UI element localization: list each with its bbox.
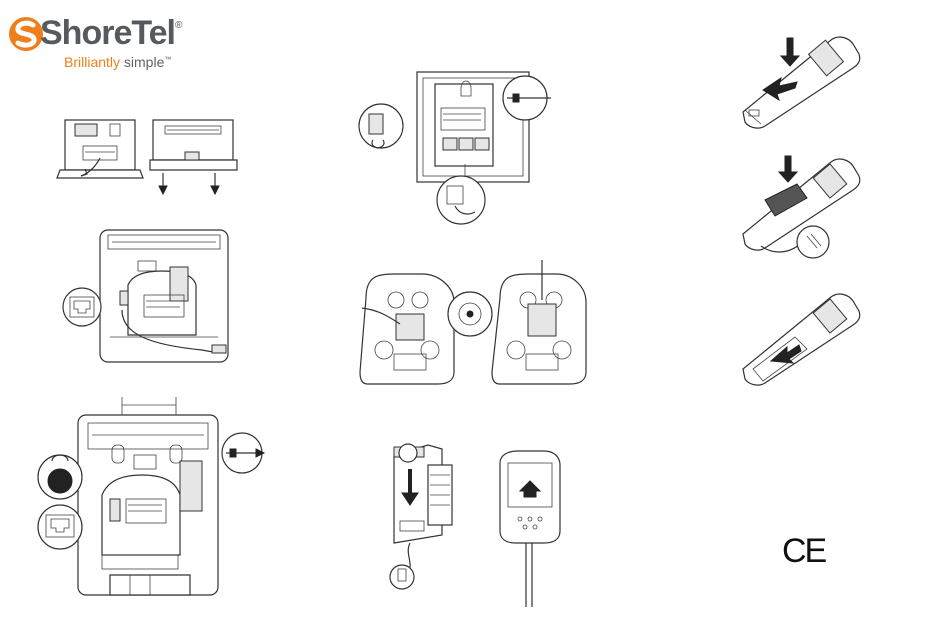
- down-arrow-icon: [159, 186, 167, 194]
- power-plug-icon: [390, 565, 414, 589]
- ethernet-port-icon: [63, 288, 101, 326]
- illustration-handset-step2: [735, 150, 875, 265]
- rotate-icon: [359, 104, 403, 148]
- down-arrow-icon: [211, 186, 219, 194]
- rotate-icon: [38, 455, 82, 499]
- brand-name: ShoreTel®: [40, 14, 181, 53]
- illustration-wall-mount-rear: [30, 395, 270, 605]
- down-arrow-icon: [781, 38, 799, 66]
- illustration-handset-step1: [735, 30, 875, 130]
- illustration-handset-step3: [735, 285, 875, 395]
- battery-connector-icon: [797, 226, 829, 258]
- shoretel-logo-icon: [8, 16, 44, 52]
- illustration-wall-box: [355, 68, 565, 228]
- down-arrow-icon: [779, 156, 797, 182]
- tagline-rest: simple: [120, 54, 164, 70]
- ethernet-port-icon: [437, 176, 485, 224]
- illustration-stand-removal: [55, 118, 245, 198]
- tagline-tm: ™: [164, 56, 171, 63]
- brand-tagline: Brilliantly simple™: [64, 54, 171, 70]
- screw-icon: [222, 433, 264, 473]
- illustration-power-adapter: [380, 435, 580, 610]
- power-plug-icon: [448, 292, 492, 336]
- illustration-charger-cradles: [358, 258, 598, 388]
- ce-mark: CE: [782, 532, 825, 571]
- ethernet-port-icon: [38, 505, 82, 549]
- tagline-accent: Brilliantly: [64, 54, 120, 70]
- screw-icon: [503, 76, 551, 120]
- illustration-phone-back-cable: [62, 225, 242, 370]
- brand-trademark: ®: [175, 20, 181, 31]
- brand-name-text: ShoreTel: [40, 14, 175, 52]
